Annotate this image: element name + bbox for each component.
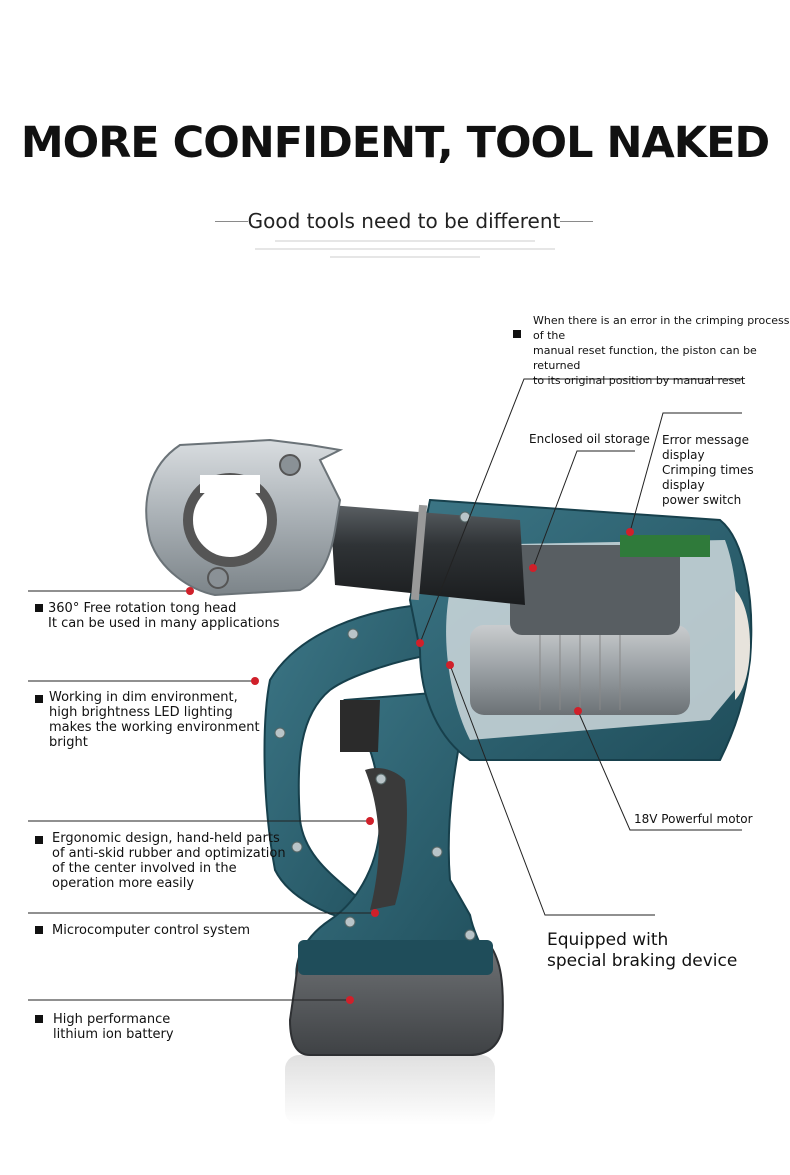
battery-line-2: lithium ion battery	[53, 1027, 174, 1042]
oil-cylinder	[510, 545, 680, 635]
callout-rotation: 360° Free rotation tong head It can be u…	[48, 601, 280, 631]
rotation-line-1: 360° Free rotation tong head	[48, 601, 237, 616]
cylinder-ring	[410, 504, 428, 601]
marker-rotation	[186, 587, 194, 595]
head-pin-top	[279, 454, 301, 476]
callout-manual-reset: When there is an error in the crimping p…	[533, 313, 790, 388]
marker-microcomputer	[371, 909, 379, 917]
braking-line-2: special braking device	[547, 951, 738, 971]
marker-display	[626, 528, 634, 536]
braking-line-1: Equipped with	[547, 930, 669, 950]
led-line-4: bright	[49, 735, 88, 750]
marker-battery	[346, 996, 354, 1004]
manual-reset-line-3: to its original position by manual reset	[533, 374, 746, 387]
callout-motor: 18V Powerful motor	[634, 812, 753, 826]
head-pin-bottom	[207, 567, 229, 589]
page-title: MORE CONFIDENT, TOOL NAKED	[20, 118, 770, 168]
battery-collar	[298, 940, 493, 975]
callout-battery: High performance lithium ion battery	[53, 1012, 174, 1042]
led-line-1: Working in dim environment,	[49, 690, 238, 705]
marker-motor	[574, 707, 582, 715]
subtitle: Good tools need to be different	[247, 209, 561, 233]
ergonomic-line-1: Ergonomic design, hand-held parts	[52, 831, 280, 846]
callout-braking: Equipped with special braking device	[547, 930, 737, 972]
manual-reset-line-2: manual reset function, the piston can be…	[533, 344, 757, 372]
display-line-2: Crimping times display	[662, 463, 754, 492]
bullet-manual-reset	[513, 330, 521, 338]
battery-line-1: High performance	[53, 1012, 171, 1027]
manual-reset-line-1: When there is an error in the crimping p…	[533, 314, 790, 342]
subtitle-right-rule	[560, 220, 593, 222]
marker-oil	[529, 564, 537, 572]
trigger	[340, 700, 380, 752]
display-line-3: power switch	[662, 493, 742, 507]
bullet-rotation	[35, 604, 43, 612]
marker-braking	[446, 661, 454, 669]
ergonomic-line-4: operation more easily	[52, 876, 195, 891]
display-line-1: Error message display	[662, 433, 749, 462]
marker-ergonomic	[366, 817, 374, 825]
battery-reflection	[285, 1055, 495, 1125]
callout-led: Working in dim environment, high brightn…	[49, 690, 260, 750]
ergonomic-line-3: of the center involved in the	[52, 861, 237, 876]
callout-microcomputer: Microcomputer control system	[52, 923, 251, 938]
callout-oil-storage: Enclosed oil storage	[529, 432, 650, 446]
die-upper	[200, 475, 260, 493]
bullet-microcomputer	[35, 926, 43, 934]
subtitle-row: Good tools need to be different	[215, 207, 593, 235]
led-line-2: high brightness LED lighting	[49, 705, 233, 720]
rotation-line-2: It can be used in many applications	[48, 616, 280, 631]
pcb	[620, 535, 710, 557]
ergonomic-line-2: of anti-skid rubber and optimization	[52, 846, 286, 861]
callout-ergonomic: Ergonomic design, hand-held parts of ant…	[52, 831, 286, 891]
marker-led	[251, 677, 259, 685]
callout-display: Error message display Crimping times dis…	[662, 433, 790, 508]
bullet-battery	[35, 1015, 43, 1023]
bullet-led	[35, 695, 43, 703]
subtitle-left-rule	[215, 220, 248, 222]
faint-description	[250, 240, 560, 264]
bullet-ergonomic	[35, 836, 43, 844]
marker-reset	[416, 639, 424, 647]
rubber-grip	[365, 768, 407, 910]
led-line-3: makes the working environment	[49, 720, 260, 735]
back-panel	[735, 590, 750, 700]
head-cylinder	[330, 505, 525, 605]
